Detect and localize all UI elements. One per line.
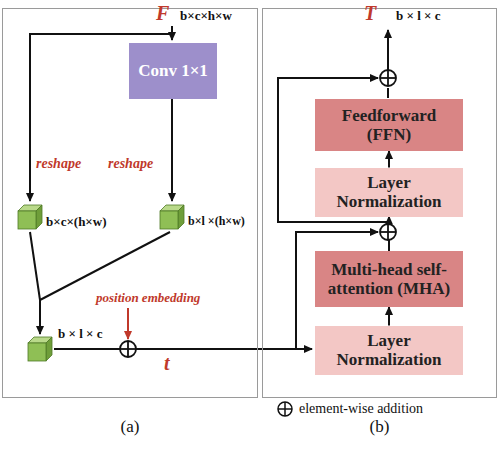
op-label: reshape xyxy=(36,156,81,172)
legend-symbol xyxy=(276,400,294,418)
norm-box: Layer Normalization xyxy=(315,168,463,217)
box-text: Feedforward (FFN) xyxy=(321,106,457,144)
tensor-name: T xyxy=(364,2,376,25)
box-text: Multi-head self-attention (MHA) xyxy=(321,260,457,298)
box-text: Conv 1×1 xyxy=(138,61,208,80)
tensor-shape: b×l ×(h×w) xyxy=(188,214,245,229)
tensor-shape: b×c×(h×w) xyxy=(46,214,107,230)
op-label: reshape xyxy=(108,156,153,172)
tensor-shape: b × l × c xyxy=(396,8,440,24)
box-text: Layer Normalization xyxy=(321,331,457,369)
panel-label: (b) xyxy=(263,417,496,437)
flow-arrow xyxy=(388,151,390,168)
tensor-name: t xyxy=(164,352,170,375)
panel-frame: (b)Feedforward (FFN)Layer NormalizationM… xyxy=(262,8,497,398)
panel-frame: (a)Conv 1×1 xyxy=(2,8,258,398)
tensor-shape: b × l × c xyxy=(58,326,102,342)
tensor-name: F xyxy=(156,2,169,25)
panel-label: (a) xyxy=(3,417,257,437)
op-label: position embedding xyxy=(96,290,200,306)
box-text: Layer Normalization xyxy=(321,173,457,211)
conv-box: Conv 1×1 xyxy=(129,43,217,99)
tensor-shape: b×c×h×w xyxy=(180,8,232,24)
legend-text: element-wise addition xyxy=(299,401,423,417)
ffn-box: Feedforward (FFN) xyxy=(315,99,463,151)
norm-box: Layer Normalization xyxy=(315,326,463,375)
flow-arrow xyxy=(388,307,390,326)
attention-box: Multi-head self-attention (MHA) xyxy=(315,251,463,307)
legend-row: element-wise addition xyxy=(276,400,423,418)
